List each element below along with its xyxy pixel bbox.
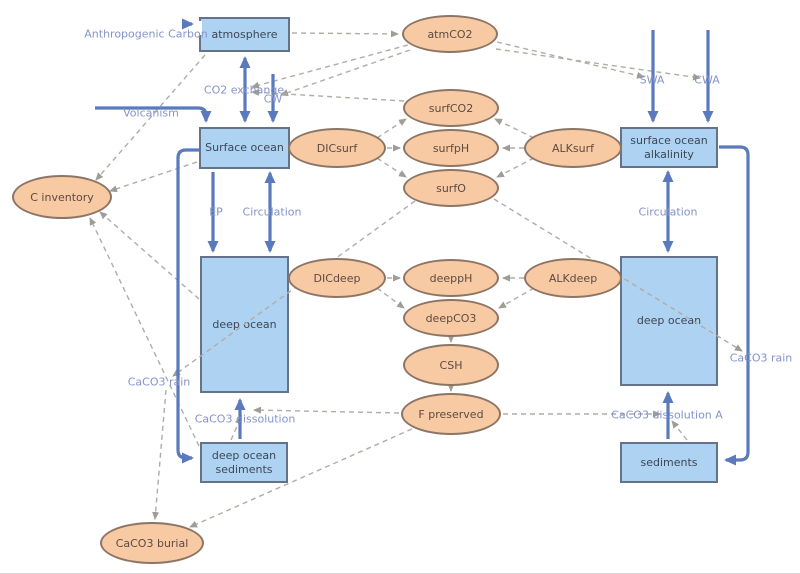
connector-dicsurf-to-surfco2 bbox=[376, 118, 407, 139]
flow-label-ep[interactable]: EP bbox=[209, 205, 223, 219]
converter-atmco2-label: atmCO2 bbox=[427, 27, 473, 41]
stock-sediments[interactable]: sediments bbox=[620, 442, 718, 483]
connector-sediments-to-dissolution-a bbox=[671, 420, 688, 441]
connector-rain-to-burial bbox=[152, 389, 167, 520]
stock-surface-ocean[interactable]: Surface ocean bbox=[199, 127, 290, 169]
stock-deep-ocean-sediments[interactable]: deep ocean sediments bbox=[200, 442, 288, 483]
converter-dicsurf[interactable]: DICsurf bbox=[288, 128, 386, 168]
connector-alksurf-to-surfco2 bbox=[494, 118, 535, 139]
converter-surfph[interactable]: surfpH bbox=[403, 129, 499, 167]
flow-label-swa[interactable]: SWA bbox=[639, 73, 665, 87]
converter-deepph-label: deeppH bbox=[429, 271, 473, 285]
connector-atmco2-to-co2-exchange bbox=[251, 44, 409, 89]
stock-deep-ocean-right[interactable]: deep ocean bbox=[620, 256, 718, 386]
flow-volcanism[interactable] bbox=[95, 106, 212, 123]
converter-alksurf[interactable]: ALKsurf bbox=[524, 128, 622, 168]
flow-label-anthropogenic-carbon[interactable]: Anthropogenic Carbon bbox=[84, 27, 208, 41]
connector-dicdeep-to-deepco3 bbox=[376, 287, 405, 309]
converter-c-inventory[interactable]: C inventory bbox=[12, 175, 112, 219]
flow-label-caco3-rain-right[interactable]: CaCO3 rain bbox=[729, 351, 793, 365]
flow-label-cwa[interactable]: CWA bbox=[694, 73, 720, 87]
flow-label-circulation-right[interactable]: Circulation bbox=[638, 205, 698, 219]
flow-label-volcanism[interactable]: Volcanism bbox=[123, 106, 179, 120]
converter-surfco2-label: surfCO2 bbox=[428, 101, 474, 115]
converter-dicdeep-label: DICdeep bbox=[313, 271, 361, 285]
connector-fpreserved-to-dissolution bbox=[253, 406, 400, 414]
converter-alksurf-label: ALKsurf bbox=[552, 141, 594, 155]
stock-deep-ocean-right-label: deep ocean bbox=[636, 314, 702, 328]
converter-f-preserved-label: F preserved bbox=[418, 407, 484, 421]
stock-surface-ocean-label: Surface ocean bbox=[205, 141, 284, 155]
stock-deep-ocean-sediments-label: deep ocean sediments bbox=[211, 448, 277, 476]
converter-deepph[interactable]: deeppH bbox=[403, 259, 499, 297]
flow-caco3-rain-right[interactable] bbox=[719, 145, 750, 466]
connector-deep-sediments-to-c-inventory bbox=[89, 217, 200, 447]
connector-alkdeep-to-deepco3 bbox=[498, 287, 535, 309]
converter-alkdeep[interactable]: ALKdeep bbox=[524, 258, 622, 298]
converter-surfo[interactable]: surfO bbox=[403, 169, 499, 207]
connector-atmosphere-to-c-inventory bbox=[95, 54, 206, 181]
stock-surface-ocean-alkalinity[interactable]: surface ocean alkalinity bbox=[620, 127, 718, 168]
flow-layer bbox=[95, 18, 750, 466]
converter-dicsurf-label: DICsurf bbox=[316, 141, 358, 155]
connector-atmosphere-to-atmco2 bbox=[291, 30, 399, 38]
connector-atmco2-to-cw bbox=[280, 49, 411, 96]
converter-deepco3-label: deepCO3 bbox=[425, 311, 477, 325]
connector-surfo-to-caco3-rain bbox=[172, 200, 416, 377]
converter-surfph-label: surfpH bbox=[432, 141, 470, 155]
flow-label-caco3-dissolution-a[interactable]: CaCO3 dissolution A bbox=[611, 408, 723, 422]
converter-caco3-burial-label: CaCO3 burial bbox=[115, 536, 189, 550]
connector-deep-ocean-to-c-inventory bbox=[99, 211, 200, 300]
converter-dicdeep[interactable]: DICdeep bbox=[288, 258, 386, 298]
converter-csh-label: CSH bbox=[439, 358, 463, 372]
stock-sediments-label: sediments bbox=[640, 455, 698, 469]
connector-atmco2-to-cwa bbox=[495, 48, 701, 81]
connector-surfco2-to-co2-exchange bbox=[251, 88, 405, 102]
converter-c-inventory-label: C inventory bbox=[30, 190, 94, 204]
connector-surface-ocean-to-c-inventory bbox=[109, 161, 198, 193]
flow-caco3-rain-left[interactable] bbox=[176, 148, 199, 464]
flow-port-notch bbox=[197, 21, 202, 35]
converter-csh[interactable]: CSH bbox=[403, 344, 499, 386]
flow-label-circulation-left[interactable]: Circulation bbox=[242, 205, 302, 219]
connector-dicsurf-to-surfo bbox=[376, 157, 407, 178]
flow-label-caco3-rain-left[interactable]: CaCO3 rain bbox=[127, 375, 191, 389]
connector-alksurf-to-surfo bbox=[496, 157, 535, 178]
converter-surfco2[interactable]: surfCO2 bbox=[403, 89, 499, 127]
converter-alkdeep-label: ALKdeep bbox=[548, 271, 598, 285]
converter-surfo-label: surfO bbox=[436, 181, 466, 195]
flow-label-cw[interactable]: CW bbox=[263, 92, 283, 106]
connector-fpreserved-to-burial bbox=[189, 428, 413, 528]
stock-atmosphere[interactable]: atmosphere bbox=[199, 17, 290, 52]
converter-caco3-burial[interactable]: CaCO3 burial bbox=[100, 522, 204, 564]
converter-f-preserved[interactable]: F preserved bbox=[401, 393, 501, 435]
converter-deepco3[interactable]: deepCO3 bbox=[403, 299, 499, 337]
stock-surface-ocean-alkalinity-label: surface ocean alkalinity bbox=[630, 133, 708, 161]
stock-atmosphere-label: atmosphere bbox=[211, 27, 278, 41]
converter-atmco2[interactable]: atmCO2 bbox=[402, 15, 498, 53]
flow-label-caco3-dissolution[interactable]: CaCO3 dissolution bbox=[194, 412, 296, 426]
